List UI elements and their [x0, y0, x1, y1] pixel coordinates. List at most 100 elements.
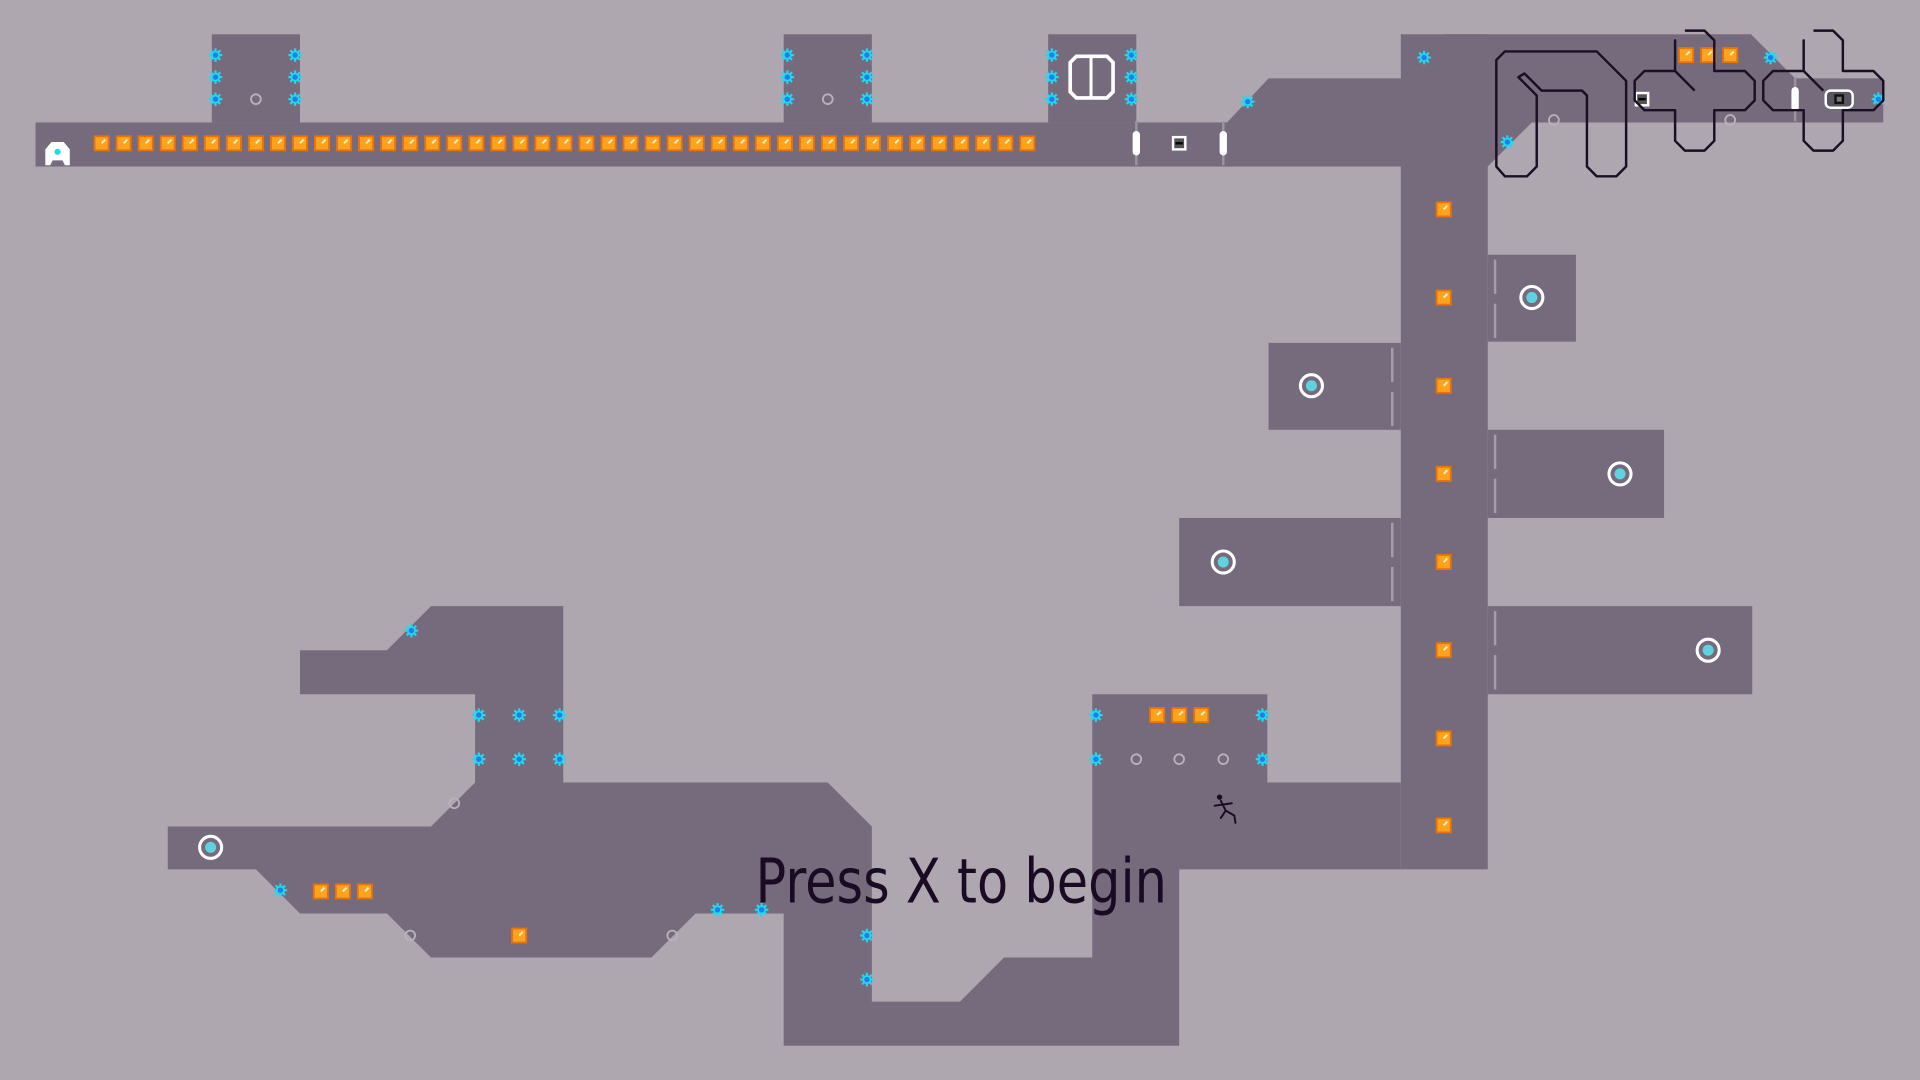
gold-icon	[225, 135, 242, 152]
mine-icon	[780, 48, 795, 62]
gold-icon	[843, 135, 859, 152]
mine-icon	[1124, 48, 1139, 62]
gold-icon	[511, 927, 528, 944]
gold-icon	[666, 135, 683, 152]
spawn-point-icon	[45, 142, 70, 166]
gold-icon	[931, 135, 948, 152]
gold-icon	[556, 135, 573, 152]
level-objects	[45, 47, 1886, 987]
n-plus-plus-logo	[1495, 29, 1885, 178]
gold-icon	[821, 135, 837, 152]
gold-icon	[578, 135, 595, 152]
player-ninja-icon	[1213, 794, 1237, 824]
gold-icon	[534, 135, 551, 152]
gold-icon	[1678, 47, 1695, 64]
mine-icon	[1045, 70, 1059, 84]
mine-icon	[1089, 708, 1103, 722]
mine-icon	[472, 752, 486, 766]
inactive-mine-icon	[404, 929, 417, 942]
mine-icon	[1255, 752, 1270, 766]
gold-icon	[909, 135, 926, 152]
mine-icon	[1241, 94, 1255, 109]
press-to-begin-prompt: Press X to begin	[756, 846, 1167, 917]
gold-icon	[270, 135, 286, 152]
mine-icon	[512, 708, 526, 722]
mine-icon	[860, 70, 874, 84]
turret-icon	[1695, 637, 1721, 663]
gold-icon	[732, 135, 749, 152]
mine-icon	[1255, 708, 1270, 722]
gold-icon	[402, 135, 419, 152]
mine-icon	[1763, 50, 1778, 65]
turret-icon	[1210, 549, 1236, 575]
gold-icon	[1019, 135, 1036, 152]
mine-icon	[860, 972, 874, 987]
mine-icon	[273, 883, 288, 897]
gold-icon	[887, 135, 904, 152]
gold-icon	[865, 135, 882, 152]
exit-switch-icon	[1824, 89, 1854, 109]
mine-icon	[1045, 48, 1059, 62]
gold-icon	[1435, 642, 1452, 659]
gold-icon	[93, 135, 110, 152]
locked-door-icon	[1132, 121, 1140, 166]
mine-icon	[1500, 135, 1515, 149]
gold-icon	[292, 135, 308, 152]
mine-icon	[288, 70, 302, 84]
alcove	[211, 34, 300, 123]
gold-icon	[997, 135, 1014, 152]
mine-icon	[1089, 752, 1103, 766]
mine-icon	[208, 48, 223, 62]
logo-n-letter	[1495, 50, 1628, 178]
gold-icon	[247, 135, 264, 152]
vertical-shaft	[1400, 34, 1488, 870]
mine-icon	[710, 903, 725, 917]
gold-icon	[314, 135, 330, 152]
inactive-mine-icon	[666, 929, 679, 942]
gold-icon	[1435, 201, 1452, 218]
turret-icon	[1298, 373, 1324, 399]
gold-icon	[600, 135, 617, 152]
exit-door-icon	[1068, 54, 1115, 100]
mine-icon	[860, 928, 874, 943]
mine-icon	[860, 92, 874, 106]
gold-icon	[424, 135, 441, 152]
mine-icon	[288, 48, 302, 62]
gold-icon	[1193, 707, 1210, 724]
mine-icon	[404, 623, 419, 638]
gold-icon	[380, 135, 397, 152]
locked-door-icon	[1791, 77, 1799, 122]
gold-icon	[1435, 465, 1452, 482]
turret-icon	[1519, 285, 1545, 311]
gold-icon	[1722, 47, 1739, 64]
gold-icon	[688, 135, 705, 152]
gold-icon	[468, 135, 485, 152]
inactive-mine-icon	[1548, 114, 1560, 126]
inactive-mine-icon	[250, 93, 262, 105]
mine-icon	[472, 708, 486, 722]
gold-icon	[181, 135, 198, 152]
mine-icon	[780, 92, 795, 106]
gold-icon	[334, 883, 351, 900]
gold-icon	[1149, 707, 1166, 724]
mine-icon	[860, 48, 874, 62]
side-room	[1487, 429, 1665, 518]
gold-icon	[975, 135, 992, 152]
gold-icon	[754, 135, 771, 152]
gold-icon	[1435, 377, 1452, 394]
gold-icon	[1700, 47, 1717, 64]
mine-icon	[512, 752, 526, 766]
gold-icon	[710, 135, 727, 152]
mine-icon	[552, 752, 567, 766]
gold-icon	[953, 135, 970, 152]
inactive-mine-icon	[1173, 753, 1185, 766]
gold-icon	[356, 883, 373, 900]
gold-icon	[203, 135, 220, 152]
mine-icon	[288, 92, 302, 106]
gold-icon	[358, 135, 375, 152]
gold-icon	[446, 135, 463, 152]
inactive-mine-icon	[821, 93, 834, 105]
locked-door-icon	[1219, 121, 1227, 166]
side-room	[1268, 342, 1401, 430]
